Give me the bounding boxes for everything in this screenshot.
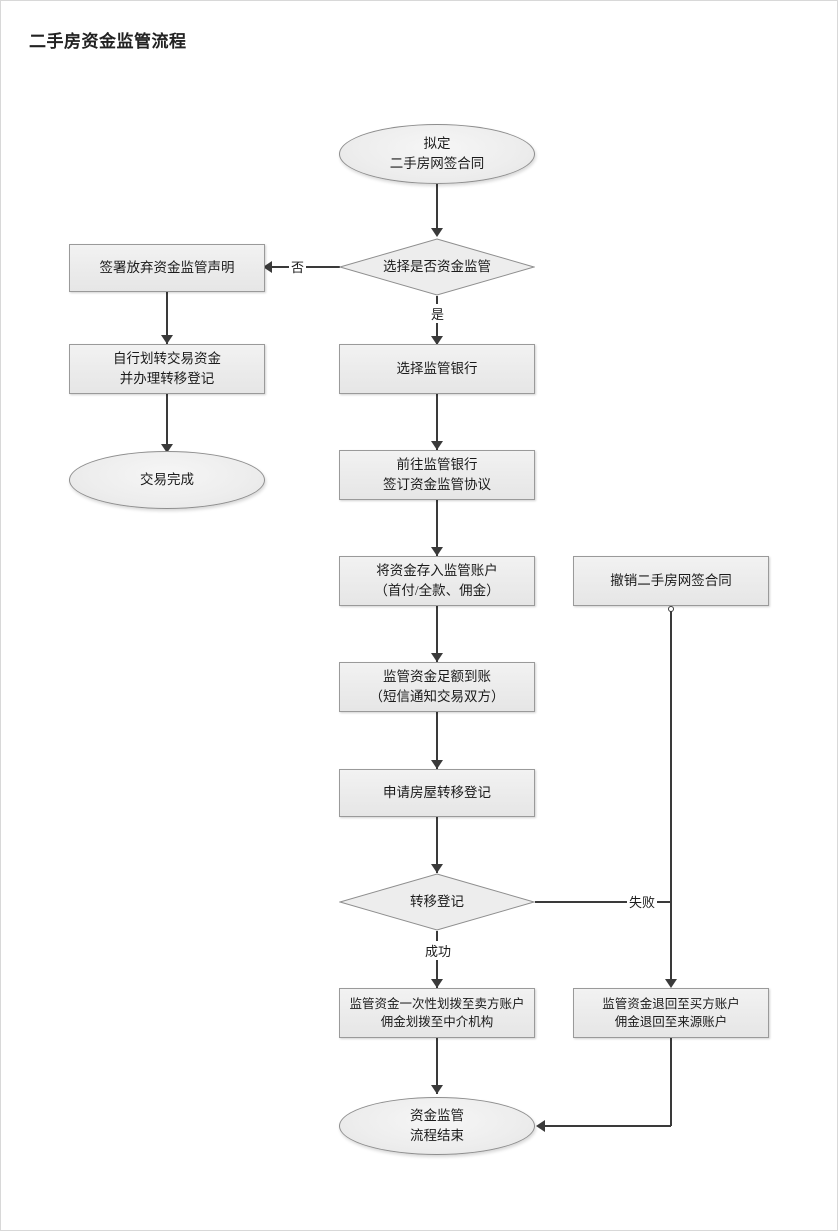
node-end[interactable]: 资金监管 流程结束 xyxy=(339,1097,535,1155)
arrowhead-selbank xyxy=(431,336,443,345)
node-start[interactable]: 拟定 二手房网签合同 xyxy=(339,124,535,184)
node-apply-registration[interactable]: 申请房屋转移登记 xyxy=(339,769,535,817)
connector-refund-to-end xyxy=(544,1125,671,1127)
node-decision-registration-label: 转移登记 xyxy=(410,894,464,910)
connector-selftransfer-to-done xyxy=(166,394,168,451)
node-refund-buyer-label: 监管资金退回至买方账户 佣金退回至来源账户 xyxy=(602,996,740,1029)
node-funds-arrived-label: 监管资金足额到账 （短信通知交易双方） xyxy=(369,669,505,704)
edge-label-fail: 失败 xyxy=(627,892,658,911)
arrowhead-arrived xyxy=(431,653,443,662)
arrowhead-payout xyxy=(431,979,443,988)
connector-origin-dot-cancel xyxy=(667,606,674,612)
node-select-bank-label: 选择监管银行 xyxy=(396,361,478,377)
node-waive-declaration-label: 签署放弃资金监管声明 xyxy=(99,260,235,276)
node-sign-agreement[interactable]: 前往监管银行 签订资金监管协议 xyxy=(339,450,535,500)
node-decision-registration[interactable]: 转移登记 xyxy=(339,873,535,931)
arrowhead-decision1 xyxy=(431,228,443,237)
connector-payout-to-end xyxy=(436,1038,438,1094)
arrowhead-done xyxy=(161,444,173,453)
arrowhead-end-top xyxy=(431,1085,443,1094)
connector-applyreg-to-decision2 xyxy=(436,817,438,873)
node-cancel-contract-label: 撤销二手房网签合同 xyxy=(610,573,732,589)
node-decision-escrow-choice[interactable]: 选择是否资金监管 xyxy=(339,238,535,296)
connector-signagree-to-deposit xyxy=(436,500,438,556)
node-refund-buyer[interactable]: 监管资金退回至买方账户 佣金退回至来源账户 xyxy=(573,988,769,1038)
connector-refund-down xyxy=(670,1038,672,1126)
node-deposit-funds-label: 将资金存入监管账户 （首付/全款、佣金） xyxy=(374,563,500,598)
page-title: 二手房资金监管流程 xyxy=(29,32,187,51)
connector-start-to-decision1 xyxy=(436,184,438,229)
node-payout-seller[interactable]: 监管资金一次性划拨至卖方账户 佣金划拨至中介机构 xyxy=(339,988,535,1038)
node-cancel-contract[interactable]: 撤销二手房网签合同 xyxy=(573,556,769,606)
node-select-bank[interactable]: 选择监管银行 xyxy=(339,344,535,394)
edge-label-no: 否 xyxy=(289,257,307,276)
connector-cancel-to-refund xyxy=(670,611,672,979)
node-self-transfer[interactable]: 自行划转交易资金 并办理转移登记 xyxy=(69,344,265,394)
node-self-transfer-label: 自行划转交易资金 并办理转移登记 xyxy=(113,351,221,386)
diamond-icon xyxy=(339,238,535,296)
edge-label-success: 成功 xyxy=(423,941,454,960)
connector-decision2-fail xyxy=(535,901,671,903)
diamond-icon xyxy=(339,873,535,931)
arrowhead-refund xyxy=(665,979,677,988)
node-sign-agreement-label: 前往监管银行 签订资金监管协议 xyxy=(383,457,491,492)
node-deposit-funds[interactable]: 将资金存入监管账户 （首付/全款、佣金） xyxy=(339,556,535,606)
connector-arrived-to-applyreg xyxy=(436,712,438,769)
arrowhead-end-right xyxy=(536,1120,545,1132)
edge-label-yes: 是 xyxy=(429,304,447,323)
arrowhead-selftransfer xyxy=(161,335,173,344)
arrowhead-applyreg xyxy=(431,760,443,769)
node-apply-registration-label: 申请房屋转移登记 xyxy=(383,785,491,801)
arrowhead-waive xyxy=(263,261,272,273)
node-waive-declaration[interactable]: 签署放弃资金监管声明 xyxy=(69,244,265,292)
node-funds-arrived[interactable]: 监管资金足额到账 （短信通知交易双方） xyxy=(339,662,535,712)
node-end-label: 资金监管 流程结束 xyxy=(410,1108,464,1143)
arrowhead-deposit xyxy=(431,547,443,556)
connector-waive-to-selftransfer xyxy=(166,292,168,344)
node-payout-seller-label: 监管资金一次性划拨至卖方账户 佣金划拨至中介机构 xyxy=(349,996,525,1029)
node-transaction-done[interactable]: 交易完成 xyxy=(69,451,265,509)
connector-selbank-to-signagree xyxy=(436,394,438,450)
node-decision-escrow-choice-label: 选择是否资金监管 xyxy=(383,259,491,275)
node-transaction-done-label: 交易完成 xyxy=(140,472,194,488)
arrowhead-signagree xyxy=(431,441,443,450)
node-start-label: 拟定 二手房网签合同 xyxy=(389,136,485,171)
connector-deposit-to-arrived xyxy=(436,606,438,662)
arrowhead-decision2 xyxy=(431,864,443,873)
